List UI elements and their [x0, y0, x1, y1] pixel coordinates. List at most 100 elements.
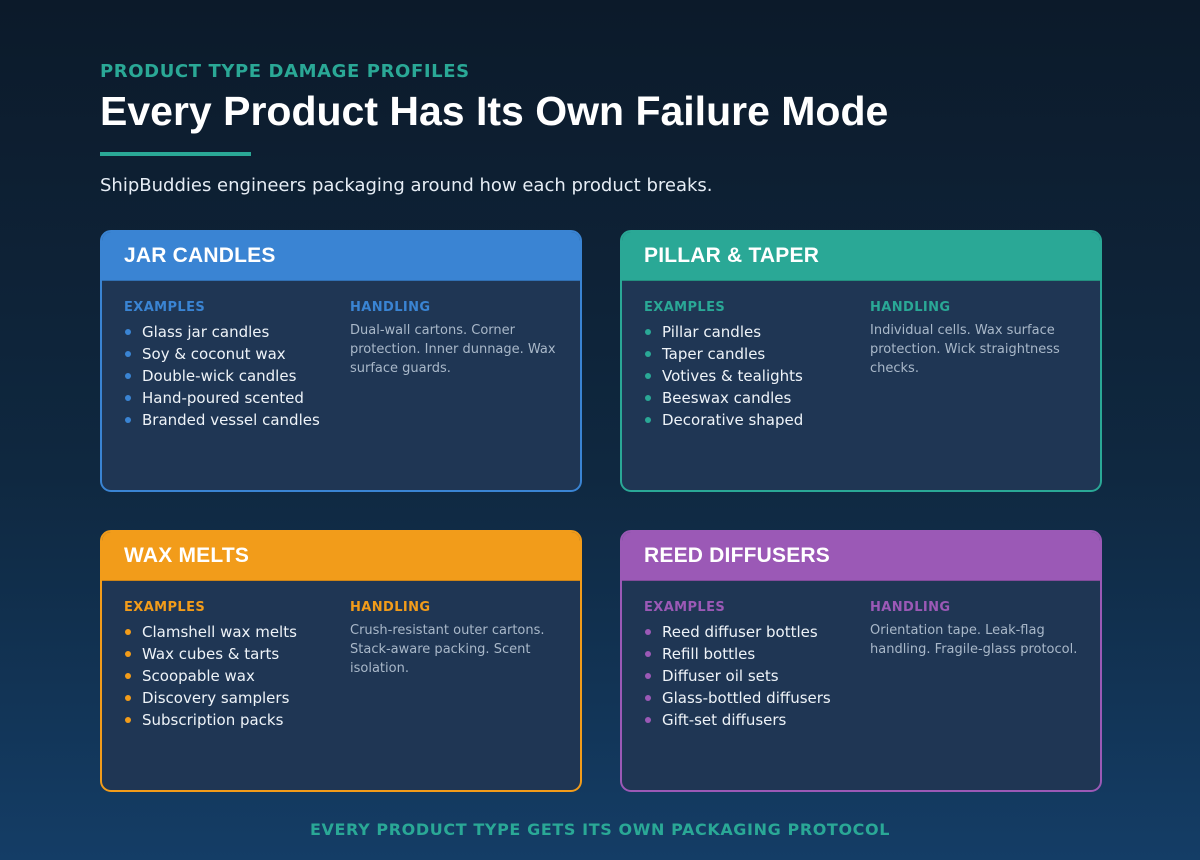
- list-item: Refill bottles: [644, 643, 864, 665]
- bullet-dot-icon: [125, 373, 131, 379]
- bullet-dot-icon: [645, 717, 651, 723]
- examples-column: EXAMPLES Pillar candles Taper candles Vo…: [644, 300, 864, 431]
- list-item-text: Beeswax candles: [662, 389, 792, 407]
- bullet-dot-icon: [125, 695, 131, 701]
- list-item-text: Branded vessel candles: [142, 411, 320, 429]
- list-item: Reed diffuser bottles: [644, 621, 864, 643]
- list-item-text: Scoopable wax: [142, 667, 255, 685]
- bullet-dot-icon: [125, 651, 131, 657]
- handling-text: Orientation tape. Leak-flag handling. Fr…: [870, 623, 1078, 657]
- list-item-text: Decorative shaped: [662, 411, 804, 429]
- bullet-dot-icon: [125, 329, 131, 335]
- handling-text: Individual cells. Wax surface protection…: [870, 323, 1060, 376]
- list-item: Votives & tealights: [644, 365, 864, 387]
- examples-list: Glass jar candles Soy & coconut wax Doub…: [124, 321, 344, 431]
- examples-column: EXAMPLES Reed diffuser bottles Refill bo…: [644, 600, 864, 731]
- eyebrow-label: PRODUCT TYPE DAMAGE PROFILES: [100, 61, 470, 82]
- bullet-dot-icon: [125, 395, 131, 401]
- list-item: Subscription packs: [124, 709, 344, 731]
- card-header: WAX MELTS: [102, 532, 580, 581]
- card-header: PILLAR & TAPER: [622, 232, 1100, 281]
- bullet-dot-icon: [645, 629, 651, 635]
- handling-column: HANDLING Individual cells. Wax surface p…: [870, 300, 1085, 378]
- list-item-text: Diffuser oil sets: [662, 667, 779, 685]
- bullet-dot-icon: [125, 717, 131, 723]
- handling-text: Crush-resistant outer cartons. Stack-awa…: [350, 623, 545, 676]
- card-title: REED DIFFUSERS: [644, 544, 830, 567]
- list-item: Scoopable wax: [124, 665, 344, 687]
- handling-label: HANDLING: [870, 600, 951, 615]
- list-item-text: Votives & tealights: [662, 367, 803, 385]
- bullet-dot-icon: [645, 351, 651, 357]
- list-item: Clamshell wax melts: [124, 621, 344, 643]
- bullet-dot-icon: [645, 695, 651, 701]
- list-item-text: Taper candles: [662, 345, 766, 363]
- list-item: Taper candles: [644, 343, 864, 365]
- bullet-dot-icon: [125, 351, 131, 357]
- examples-label: EXAMPLES: [124, 600, 206, 615]
- handling-column: HANDLING Dual-wall cartons. Corner prote…: [350, 300, 565, 378]
- handling-text: Dual-wall cartons. Corner protection. In…: [350, 323, 556, 376]
- list-item-text: Soy & coconut wax: [142, 345, 286, 363]
- bullet-dot-icon: [645, 329, 651, 335]
- list-item: Pillar candles: [644, 321, 864, 343]
- list-item: Branded vessel candles: [124, 409, 344, 431]
- card-title: WAX MELTS: [124, 544, 250, 567]
- card-pillar-taper: PILLAR & TAPER EXAMPLES Pillar candles T…: [620, 230, 1102, 492]
- card-title: JAR CANDLES: [124, 244, 276, 267]
- list-item-text: Subscription packs: [142, 711, 284, 729]
- handling-column: HANDLING Crush-resistant outer cartons. …: [350, 600, 565, 678]
- list-item: Glass jar candles: [124, 321, 344, 343]
- list-item: Gift-set diffusers: [644, 709, 864, 731]
- list-item: Glass-bottled diffusers: [644, 687, 864, 709]
- list-item-text: Double-wick candles: [142, 367, 297, 385]
- handling-label: HANDLING: [350, 600, 431, 615]
- list-item: Soy & coconut wax: [124, 343, 344, 365]
- list-item: Double-wick candles: [124, 365, 344, 387]
- list-item-text: Glass jar candles: [142, 323, 270, 341]
- bullet-dot-icon: [645, 373, 651, 379]
- examples-label: EXAMPLES: [644, 300, 726, 315]
- card-wax-melts: WAX MELTS EXAMPLES Clamshell wax melts W…: [100, 530, 582, 792]
- bullet-dot-icon: [125, 417, 131, 423]
- list-item-text: Hand-poured scented: [142, 389, 304, 407]
- list-item-text: Wax cubes & tarts: [142, 645, 280, 663]
- list-item: Diffuser oil sets: [644, 665, 864, 687]
- handling-label: HANDLING: [350, 300, 431, 315]
- bullet-dot-icon: [125, 629, 131, 635]
- list-item-text: Clamshell wax melts: [142, 623, 297, 641]
- list-item-text: Reed diffuser bottles: [662, 623, 818, 641]
- examples-column: EXAMPLES Clamshell wax melts Wax cubes &…: [124, 600, 344, 731]
- list-item: Wax cubes & tarts: [124, 643, 344, 665]
- list-item-text: Refill bottles: [662, 645, 756, 663]
- list-item-text: Gift-set diffusers: [662, 711, 787, 729]
- card-reed-diffusers: REED DIFFUSERS EXAMPLES Reed diffuser bo…: [620, 530, 1102, 792]
- list-item: Beeswax candles: [644, 387, 864, 409]
- list-item: Discovery samplers: [124, 687, 344, 709]
- page-subtitle: ShipBuddies engineers packaging around h…: [100, 175, 713, 196]
- list-item: Hand-poured scented: [124, 387, 344, 409]
- footer-tagline: EVERY PRODUCT TYPE GETS ITS OWN PACKAGIN…: [309, 820, 890, 839]
- bullet-dot-icon: [645, 395, 651, 401]
- title-underline: [100, 152, 251, 156]
- bullet-dot-icon: [645, 651, 651, 657]
- bullet-dot-icon: [125, 673, 131, 679]
- examples-list: Clamshell wax melts Wax cubes & tarts Sc…: [124, 621, 344, 731]
- examples-list: Reed diffuser bottles Refill bottles Dif…: [644, 621, 864, 731]
- card-jar-candles: JAR CANDLES EXAMPLES Glass jar candles S…: [100, 230, 582, 492]
- card-header: JAR CANDLES: [102, 232, 580, 281]
- page-title: Every Product Has Its Own Failure Mode: [100, 88, 889, 134]
- examples-column: EXAMPLES Glass jar candles Soy & coconut…: [124, 300, 344, 431]
- card-header: REED DIFFUSERS: [622, 532, 1100, 581]
- bullet-dot-icon: [645, 417, 651, 423]
- handling-label: HANDLING: [870, 300, 951, 315]
- examples-list: Pillar candles Taper candles Votives & t…: [644, 321, 864, 431]
- bullet-dot-icon: [645, 673, 651, 679]
- handling-column: HANDLING Orientation tape. Leak-flag han…: [870, 600, 1085, 659]
- card-title: PILLAR & TAPER: [644, 244, 820, 267]
- list-item-text: Discovery samplers: [142, 689, 290, 707]
- list-item: Decorative shaped: [644, 409, 864, 431]
- examples-label: EXAMPLES: [644, 600, 726, 615]
- examples-label: EXAMPLES: [124, 300, 206, 315]
